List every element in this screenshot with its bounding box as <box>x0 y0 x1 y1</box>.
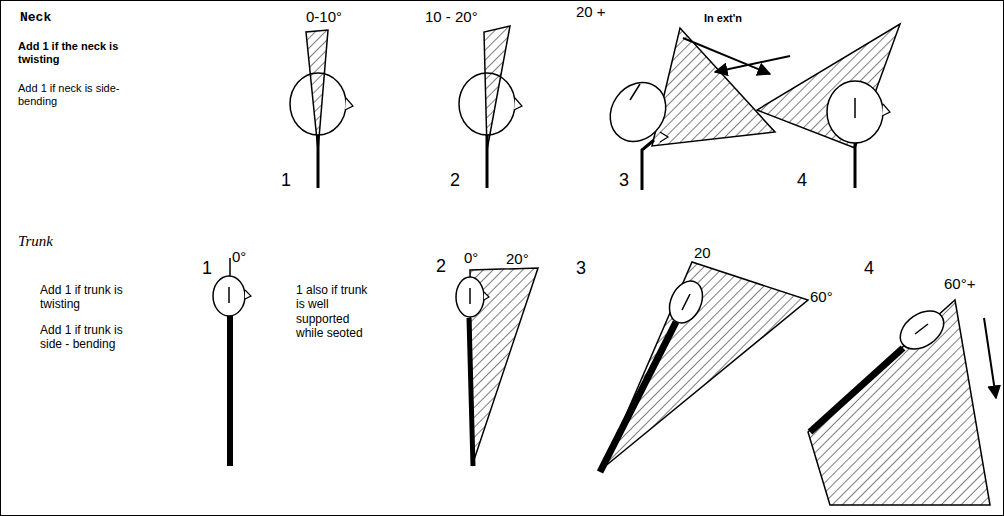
angle-label: In ext'n <box>704 12 742 25</box>
score-number: 3 <box>576 258 586 280</box>
note: Add 1 if the neck is twisting <box>18 40 143 66</box>
angle-label: 60°+ <box>944 275 975 293</box>
note: Add 1 if trunk is side - bending <box>40 323 140 352</box>
angle-label: 0-10° <box>306 8 342 26</box>
angle-label: 20 + <box>576 3 606 21</box>
section-title: Neck <box>20 10 51 26</box>
score-number: 2 <box>436 256 446 278</box>
score-number: 4 <box>864 258 874 280</box>
score-number: 2 <box>450 170 460 192</box>
section-title: Trunk <box>18 232 53 250</box>
note: Add 1 if neck is side- bending <box>18 82 143 108</box>
score-number: 3 <box>619 170 629 192</box>
score-number: 1 <box>281 170 291 192</box>
score-number: 4 <box>797 170 807 192</box>
angle-label: 0° <box>232 248 246 266</box>
angle-label: 60° <box>810 288 833 306</box>
angle-label: 0° <box>464 249 478 267</box>
score-number: 1 <box>202 258 212 280</box>
angle-label: 10 - 20° <box>425 8 478 26</box>
note: 1 also if trunk is well supported while … <box>296 283 374 341</box>
note: Add 1 if trunk is twisting <box>40 283 140 312</box>
angle-label: 20 <box>694 244 711 262</box>
angle-label: 20° <box>506 250 529 268</box>
